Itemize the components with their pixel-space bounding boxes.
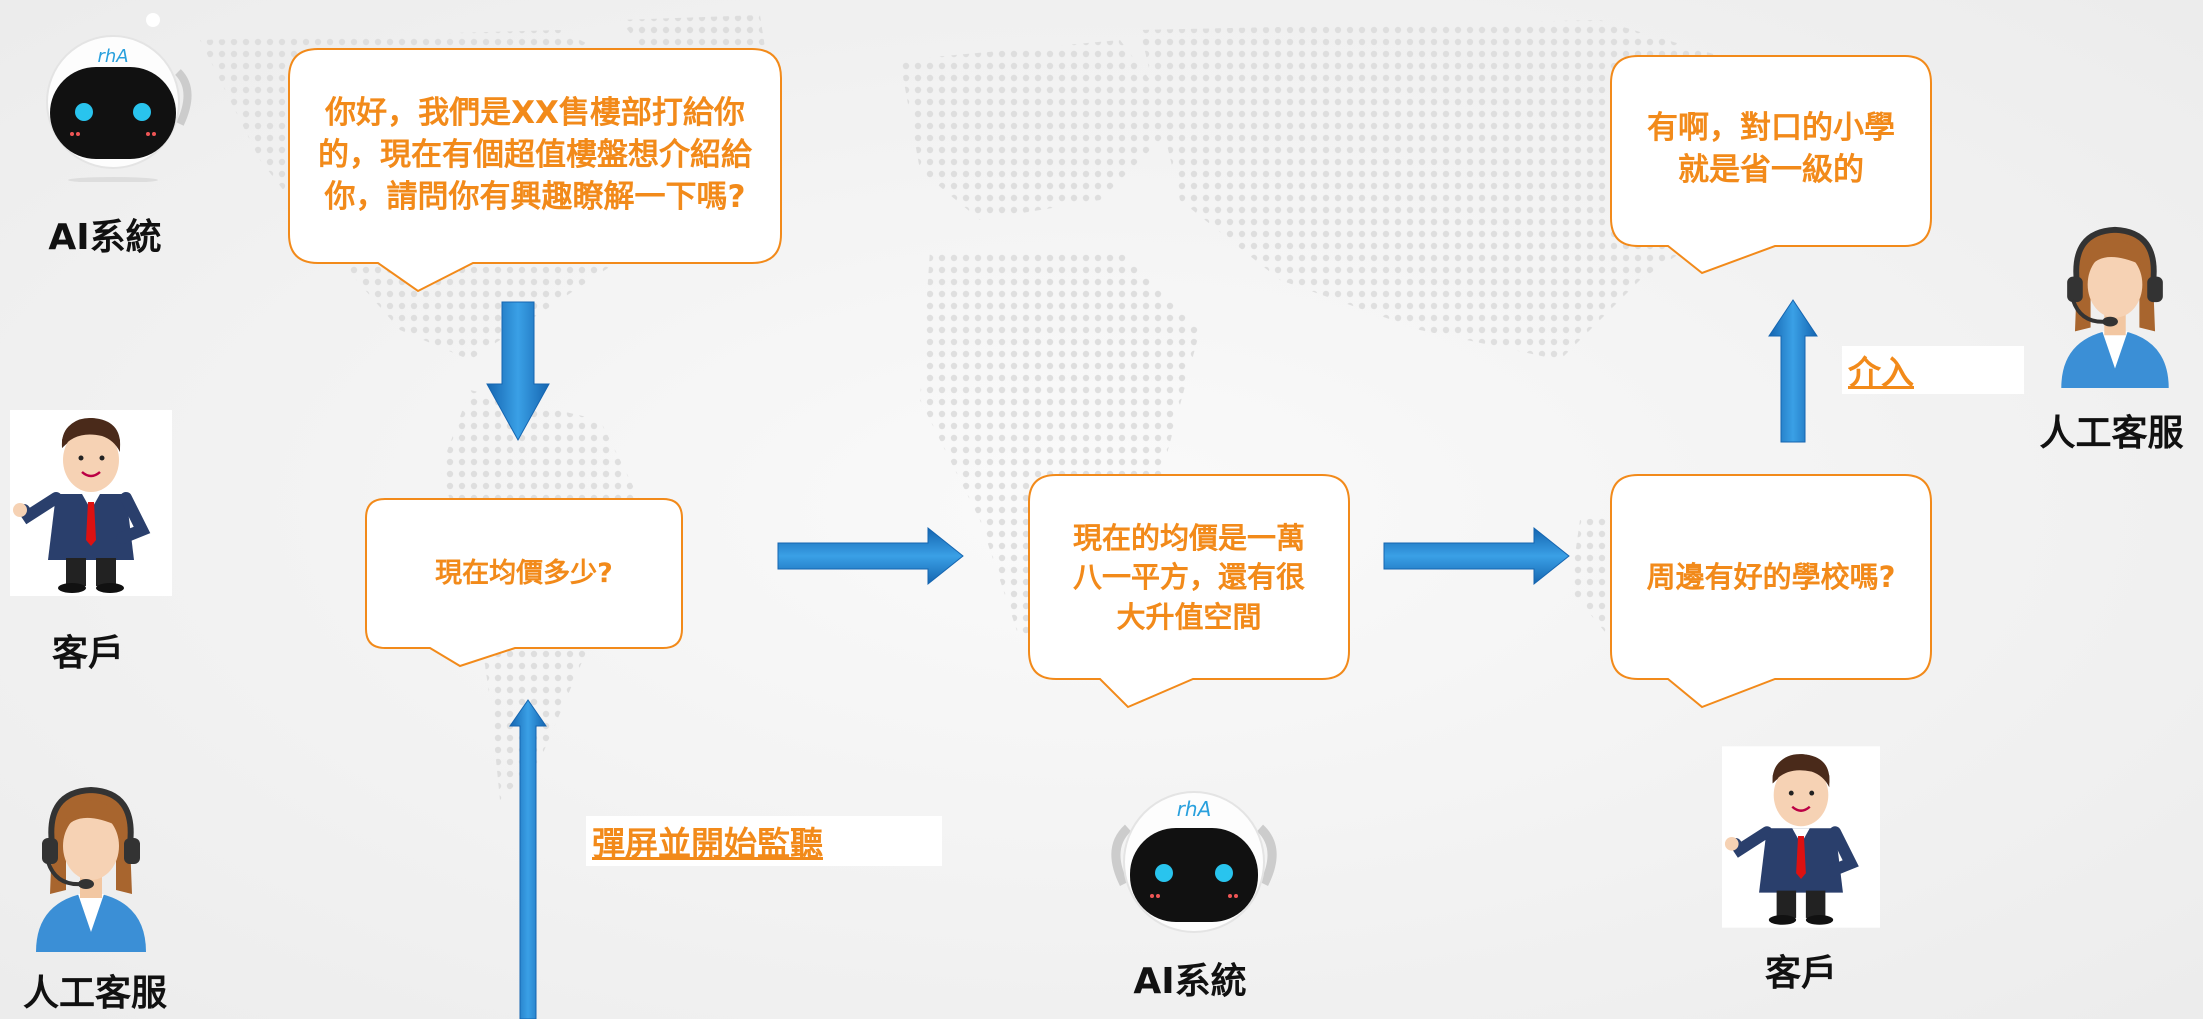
bubble-ai-greeting-text: 你好，我們是XX售樓部打給你的，現在有個超值樓盤想介紹給你，請問你有興趣瞭解一下… [318,95,752,215]
arrow-right-2 [1383,526,1570,586]
robot-icon: rhA [1111,791,1277,933]
bubble-customer-price-text: 現在均價多少? [435,557,613,589]
arrow-up-monitor [509,699,547,1019]
bubble-ai-price-answer-text: 現在的均價是一萬八一平方，還有很大升值空間 [1072,521,1305,634]
speech-bubble-ai-price-answer [1028,474,1350,709]
businessman-icon [1722,746,1880,928]
agent-label-left: 人工客服 [22,973,167,1014]
headset-agent-icon [2061,226,2169,388]
speech-bubble-agent-school-answer [1610,55,1932,275]
robot-icon: rhA [46,13,192,182]
intervene-link[interactable]: 介入 [1842,346,2024,394]
headset-agent-icon [36,786,146,952]
ai-system-label-left: AI系統 [48,217,162,258]
svg-text:rhA: rhA [97,46,128,67]
speech-bubble-customer-price [365,498,683,668]
svg-text:rhA: rhA [1177,797,1212,821]
monitor-link[interactable]: 彈屏並開始監聽 [586,816,942,866]
speech-bubble-ai-greeting [288,48,782,293]
arrow-down [486,301,550,442]
speech-bubble-customer-school [1610,474,1932,709]
agent-label-right: 人工客服 [2039,413,2184,454]
customer-label-left: 客戶 [51,633,124,674]
bubble-agent-school-answer-text: 有啊，對口的小學就是省一級的 [1647,110,1895,188]
businessman-icon [10,410,172,596]
arrow-up-intervene [1768,299,1818,443]
bubble-customer-school-text: 周邊有好的學校嗎? [1646,560,1896,595]
customer-label-right: 客戶 [1764,953,1837,994]
arrow-right-1 [777,526,964,586]
ai-system-label-center: AI系統 [1133,961,1247,1002]
